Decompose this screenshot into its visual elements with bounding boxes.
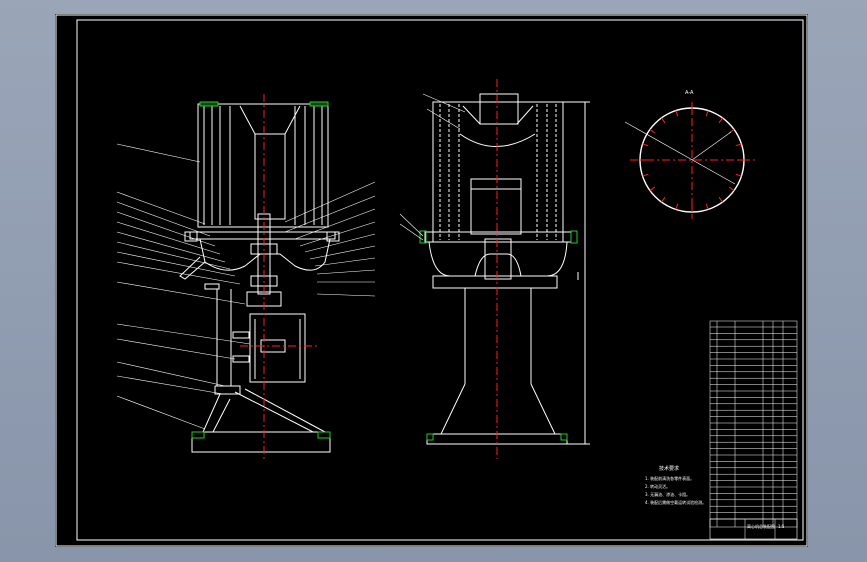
title-block: 离心机总装配图 1:5 — [709, 518, 798, 540]
notes-item: 3. 无漏油、渗油、卡阻。 — [645, 491, 690, 497]
hole-mark — [675, 203, 679, 210]
title-block-name: 离心机总装配图 — [747, 523, 775, 529]
notes-item: 2. 转动灵活。 — [645, 483, 670, 489]
notes-item: 1. 装配前清洗各零件表面。 — [645, 475, 694, 481]
left-leaders — [116, 143, 376, 430]
inner-border — [76, 19, 804, 541]
hole-mark — [642, 143, 649, 147]
notes-title: 技术要求 — [659, 465, 679, 472]
flange-hole-pattern — [624, 102, 755, 219]
hole-mark — [649, 186, 656, 191]
hole-mark — [705, 203, 709, 210]
middle-leaders — [399, 93, 466, 241]
side-elevation-view — [419, 93, 590, 445]
hole-mark — [661, 196, 666, 203]
hole-mark — [718, 196, 723, 203]
hole-mark — [649, 129, 656, 134]
notes-item: 4. 装配后需做空载运转试验检测。 — [645, 499, 706, 505]
technical-notes: 技术要求 1. 装配前清洗各零件表面。 2. 转动灵活。 3. 无漏油、渗油、卡… — [645, 465, 706, 505]
section-label: A-A — [685, 90, 694, 96]
hole-mark — [735, 173, 742, 177]
hole-mark — [675, 110, 679, 117]
hole-mark — [642, 173, 649, 177]
title-block-number: 1:5 — [778, 524, 785, 529]
left-centerlines — [240, 94, 317, 462]
hole-mark — [705, 110, 709, 117]
front-section-view — [179, 101, 340, 453]
parts-list-table — [709, 320, 798, 528]
cad-drawing: A-A 技术要求 1. 装配前清洗各零件表面。 2. 转动灵活。 3. 无漏油、… — [55, 14, 808, 547]
drawing-sheet: A-A 技术要求 1. 装配前清洗各零件表面。 2. 转动灵活。 3. 无漏油、… — [55, 14, 808, 547]
hole-mark — [718, 117, 723, 124]
outer-border — [55, 14, 808, 547]
hole-mark — [728, 186, 735, 191]
hole-mark — [661, 117, 666, 124]
hole-mark — [735, 143, 742, 147]
